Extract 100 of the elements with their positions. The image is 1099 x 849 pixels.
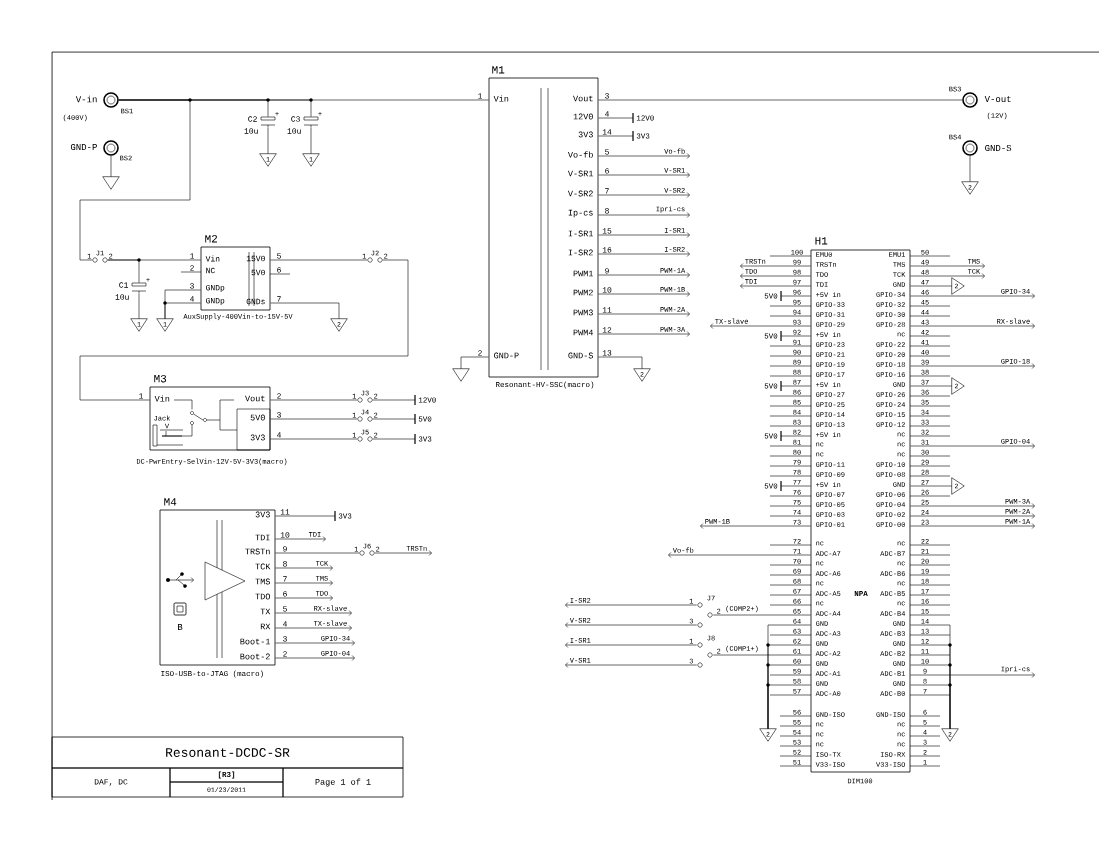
signal-arrow <box>740 283 811 289</box>
pin-number: 15 <box>602 228 612 234</box>
wire <box>598 99 963 101</box>
title-block-cell: Page 1 of 1 <box>282 767 404 798</box>
signal-arrow <box>598 251 690 257</box>
component-label: C1 <box>119 282 128 288</box>
pin-number: 13 <box>602 350 612 356</box>
pin-name: PWM4 <box>573 329 593 336</box>
pin-name: V-SR2 <box>567 190 593 197</box>
pin-number: 14 <box>602 129 612 135</box>
signal-arrow <box>668 552 811 558</box>
pin-name: 5V0 <box>251 269 265 276</box>
wire <box>598 356 643 369</box>
signal-arrow <box>275 610 352 616</box>
pin-name: PWM1 <box>573 270 593 277</box>
wire <box>270 399 358 401</box>
pin-name: TDO <box>255 593 270 600</box>
terminal-label: GND-S <box>985 144 1012 152</box>
wire <box>372 438 416 440</box>
signal-arrow <box>275 640 355 646</box>
wire <box>79 259 409 401</box>
terminal-label: GND-P <box>70 143 97 151</box>
pin-name: 12V0 <box>573 113 593 120</box>
signal-arrow <box>374 550 432 556</box>
wire <box>780 335 811 337</box>
pin-number: 9 <box>605 268 609 274</box>
signal-arrow <box>910 523 1035 529</box>
signal-arrow <box>598 232 690 238</box>
pin-name: I-SR1 <box>568 230 593 237</box>
signal-arrow <box>910 293 1035 299</box>
signal-arrow <box>275 536 326 542</box>
pin-name: RX <box>260 623 271 630</box>
wire <box>275 552 360 554</box>
signal-arrow <box>275 565 333 571</box>
pin-name: Ip-cs <box>568 209 593 218</box>
pin-number: 4 <box>190 296 194 302</box>
signal-arrow <box>565 662 697 668</box>
pin-name: TCK <box>255 563 271 570</box>
signal-arrow <box>598 153 690 159</box>
signal-arrow <box>598 311 690 317</box>
pin-name: GNDp <box>206 285 225 292</box>
component-label: C2 <box>248 116 257 122</box>
wire <box>713 614 811 616</box>
wire <box>780 435 811 437</box>
signal-arrow <box>910 503 1035 509</box>
wire <box>267 127 269 154</box>
pin-name: 3V3 <box>255 511 270 518</box>
pin-name: Boot-2 <box>240 653 270 660</box>
signal-arrow <box>740 273 811 279</box>
pin-number: 1 <box>139 393 143 399</box>
pin-name: TMS <box>255 578 270 585</box>
component-value: 10u <box>244 128 258 134</box>
pin-number: 6 <box>283 591 287 597</box>
pin-number: 3 <box>190 283 194 289</box>
pin-name: GNDp <box>206 298 225 305</box>
wire <box>460 356 489 369</box>
title-block-cell: Resonant-DCDC-SR <box>51 736 404 769</box>
pin-number: 10 <box>602 287 612 293</box>
pin-name: Vout <box>245 395 265 402</box>
signal-arrow <box>910 363 1035 369</box>
pin-name: GND-P <box>494 352 519 359</box>
signal-arrow <box>275 595 333 601</box>
signal-arrow <box>565 602 697 608</box>
pin-number: 6 <box>605 168 609 174</box>
module-designator: M4 <box>164 498 177 506</box>
pin-name: TDI <box>255 534 270 541</box>
module-designator: M2 <box>205 235 217 243</box>
pin-number: 11 <box>280 509 290 515</box>
wire <box>598 117 634 119</box>
signal-arrow <box>740 263 811 269</box>
pin-number: 16 <box>602 247 612 253</box>
pin-name: 3V3 <box>578 131 593 138</box>
wire <box>780 385 811 387</box>
title-block-cell: DAF, DC <box>51 767 171 798</box>
pin-name: 3V3 <box>250 434 265 441</box>
pin-name: NC <box>206 267 215 274</box>
pin-name: PWM3 <box>573 309 593 316</box>
pin-name: 15V0 <box>246 255 265 262</box>
pin-name: I-SR2 <box>568 249 593 256</box>
signal-arrow <box>700 523 811 529</box>
wire <box>275 515 336 517</box>
pin-number: 2 <box>190 265 194 271</box>
wire <box>910 285 952 287</box>
wire <box>110 155 112 177</box>
wire <box>910 385 952 387</box>
pin-number: 3 <box>277 412 281 418</box>
pin-name: Vin <box>493 95 509 102</box>
wire <box>372 399 416 401</box>
signal-arrow <box>565 642 697 648</box>
pin-number: 9 <box>283 546 287 552</box>
signal-arrow <box>910 672 1035 678</box>
pin-name: Vin <box>154 395 170 402</box>
wire <box>780 295 811 297</box>
pin-number: 6 <box>277 267 281 273</box>
pin-name: V-SR1 <box>567 170 593 177</box>
pin-number: 7 <box>605 188 609 194</box>
pin-number: 3 <box>605 93 609 99</box>
wire <box>372 418 416 420</box>
signal-arrow <box>275 625 352 631</box>
pin-number: 5 <box>283 606 287 612</box>
